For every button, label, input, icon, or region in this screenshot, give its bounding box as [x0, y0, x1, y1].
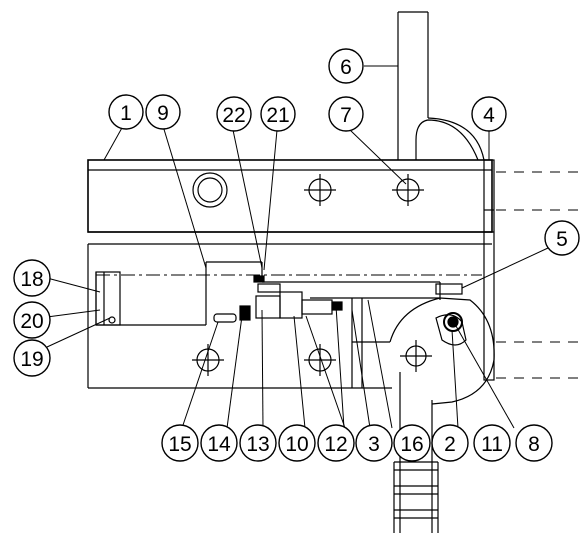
svg-text:18: 18	[20, 268, 43, 291]
upper-body	[87, 159, 495, 381]
end-cap	[95, 271, 121, 326]
callout-16: 16	[393, 424, 431, 462]
callout-19: 19	[13, 339, 51, 377]
svg-text:22: 22	[222, 104, 245, 127]
svg-text:12: 12	[324, 433, 347, 456]
svg-text:13: 13	[246, 433, 269, 456]
callout-20: 20	[13, 301, 51, 339]
svg-text:4: 4	[483, 104, 495, 127]
callout-12: 12	[317, 424, 355, 462]
svg-text:10: 10	[285, 433, 308, 456]
extension-lines	[496, 171, 584, 379]
callout-11: 11	[473, 424, 511, 462]
svg-text:2: 2	[444, 433, 456, 456]
handle-lever	[397, 11, 485, 161]
callout-22: 22	[216, 96, 252, 132]
callout-21: 21	[260, 96, 296, 132]
svg-text:21: 21	[266, 104, 289, 127]
callout-8: 8	[515, 424, 553, 462]
svg-text:6: 6	[340, 56, 352, 79]
svg-text:9: 9	[157, 102, 169, 125]
svg-text:3: 3	[368, 433, 380, 456]
callout-3: 3	[355, 424, 393, 462]
svg-text:14: 14	[207, 433, 231, 456]
svg-text:5: 5	[556, 228, 568, 251]
bolt-hole-7	[392, 174, 424, 206]
callout-18: 18	[13, 259, 51, 297]
bolt-hole-large	[192, 172, 228, 208]
callout-10: 10	[278, 424, 316, 462]
callout-7: 7	[328, 96, 364, 132]
lower-bolt-hole-center	[304, 344, 336, 376]
leader-lines	[46, 65, 549, 429]
svg-text:19: 19	[20, 348, 43, 371]
svg-text:1: 1	[120, 102, 132, 125]
callout-2: 2	[431, 424, 469, 462]
bolt-hole-center	[304, 174, 336, 206]
svg-text:8: 8	[528, 433, 540, 456]
svg-text:20: 20	[20, 310, 43, 333]
lower-bolt-hole-left	[192, 344, 224, 376]
callout-6: 6	[328, 48, 364, 84]
piston-assembly	[213, 275, 343, 323]
callout-13: 13	[239, 424, 277, 462]
callout-15: 15	[161, 424, 199, 462]
callout-14: 14	[200, 424, 238, 462]
cam-lever	[389, 283, 495, 405]
callout-9: 9	[145, 94, 181, 130]
svg-text:11: 11	[481, 433, 503, 456]
svg-text:15: 15	[168, 433, 191, 456]
svg-text:16: 16	[400, 433, 423, 456]
callout-4: 4	[471, 96, 507, 132]
callout-1: 1	[108, 94, 144, 130]
svg-text:7: 7	[340, 104, 352, 127]
callout-5: 5	[544, 220, 580, 256]
